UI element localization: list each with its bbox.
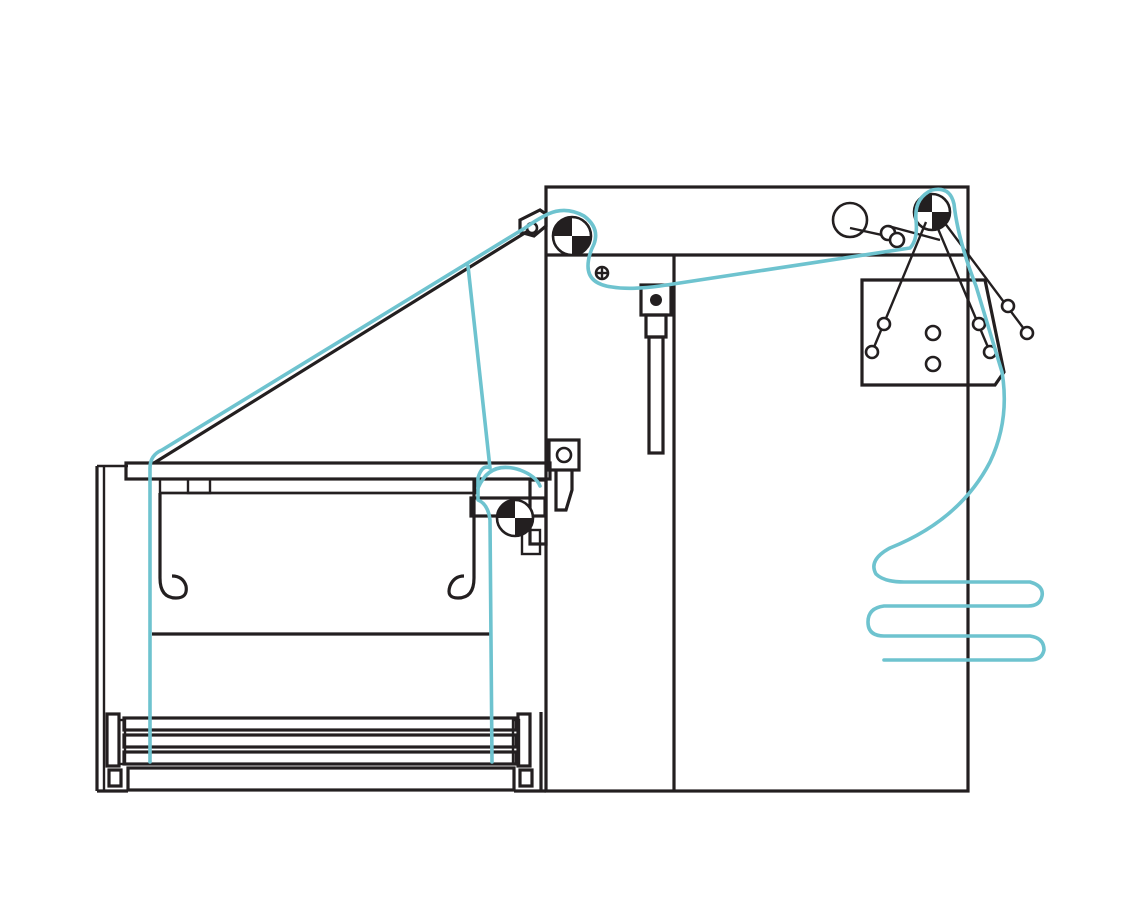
arm-3: [943, 221, 1028, 334]
screw-icon: [594, 265, 610, 281]
left-hook: [158, 493, 188, 600]
dancer-shaft: [647, 335, 665, 455]
arm-1-knob-icon: [876, 316, 892, 332]
panel-hole-2-icon: [924, 355, 942, 373]
arm-1-end-icon: [864, 344, 880, 360]
arm-2-knob-icon: [971, 316, 987, 332]
main-cabinet: [544, 185, 970, 793]
bottom-roller-2: [122, 733, 518, 749]
base-end-right: [518, 768, 534, 788]
dancer-rod: [639, 283, 673, 455]
panel-outline: [860, 278, 1006, 387]
tension-arm-icon: [554, 470, 574, 512]
panel-hole-1-icon: [924, 324, 942, 342]
small-roller-2-icon: [888, 231, 906, 249]
roller-end-right-inner: [511, 718, 521, 766]
guide-roller-icon: [831, 201, 869, 239]
roller-end-left-inner: [117, 718, 127, 766]
left-frame: [95, 461, 552, 793]
cabinet-outline: [544, 185, 970, 793]
right-hook: [447, 479, 476, 600]
bottom-roller-1: [122, 716, 518, 732]
diagonal-bar: [153, 224, 537, 465]
motor-gear: [520, 528, 542, 556]
tension-panel: [860, 278, 1006, 387]
fabric-path: [148, 187, 1046, 764]
guide-link-2: [887, 224, 941, 242]
top-left-roller-icon: [551, 215, 593, 257]
roller-end-left: [105, 712, 121, 768]
rail-bracket: [186, 477, 212, 495]
fabric-wrap: [476, 465, 542, 490]
upper-rail-lower: [158, 477, 478, 495]
arm-3-end-icon: [1019, 325, 1035, 341]
top-right-roller-icon: [912, 192, 952, 232]
bottom-base-plate: [126, 766, 516, 792]
dancer-pivot-icon: [650, 294, 662, 306]
bottom-roller-3: [122, 750, 518, 766]
arm-3-knob-icon: [1000, 298, 1016, 314]
sensor-block-icon: [547, 438, 581, 472]
fabric-main-path: [148, 187, 1046, 764]
drive-roller-icon: [495, 498, 535, 538]
sensor-lens-icon: [555, 446, 573, 464]
base-end-left: [107, 768, 123, 788]
spreader-arms: [864, 221, 1035, 360]
side-mechanism: [469, 438, 581, 556]
bottom-roller-set: [97, 712, 546, 793]
dancer-joint: [644, 313, 668, 339]
